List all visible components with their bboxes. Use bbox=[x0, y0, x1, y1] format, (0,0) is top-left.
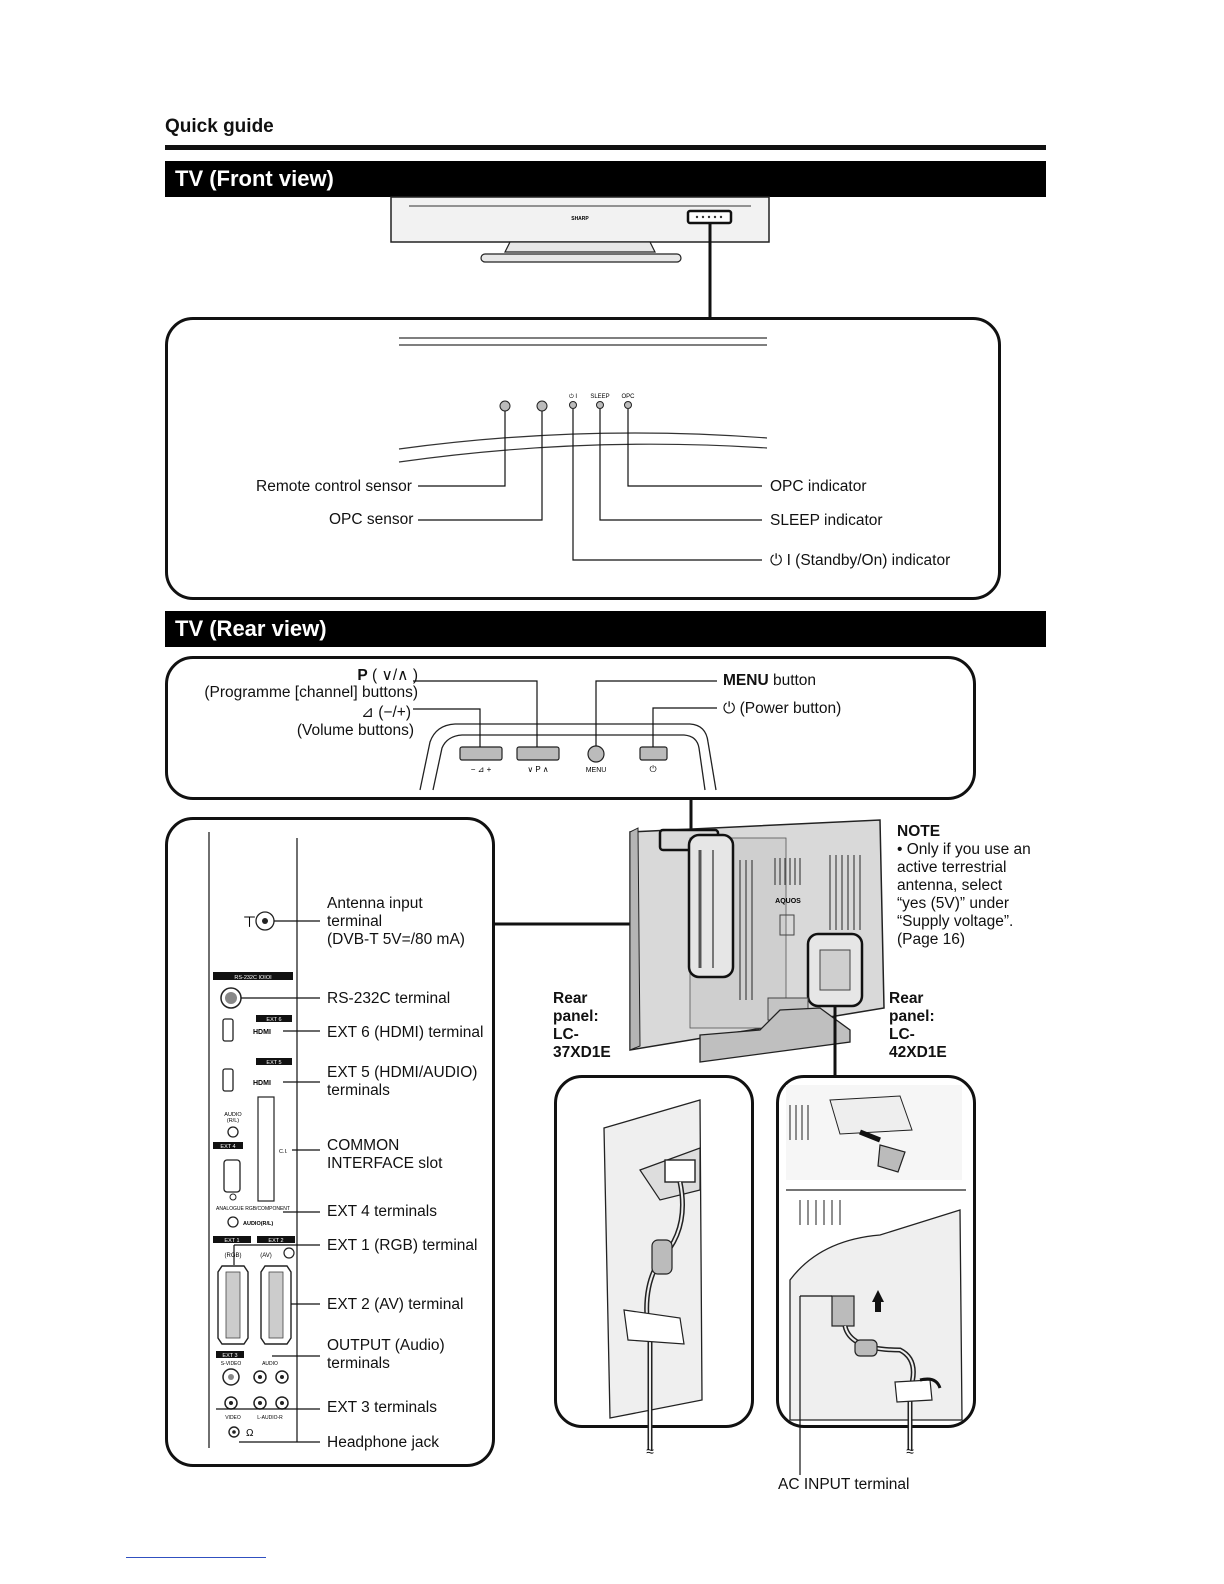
standby-led-dot bbox=[569, 401, 577, 409]
rear-buttons-drawing: − ⊿ + ∨ P ∧ MENU ⏻ bbox=[413, 680, 717, 830]
ext4-tag: EXT 4 bbox=[220, 1144, 235, 1150]
ext3-terminals-label: EXT 3 terminals bbox=[327, 1399, 437, 1416]
ext6-terminal-label: EXT 6 (HDMI) terminal bbox=[327, 1024, 484, 1041]
terminal-panel-drawing: ㄒ RS-232C IOIOI EXT 6 HDMI EXT 5 HDMI AU… bbox=[208, 832, 690, 1448]
svg-text:ㄒ: ㄒ bbox=[243, 914, 256, 929]
front-detail-panel bbox=[165, 317, 1001, 600]
menu-word: MENU bbox=[723, 672, 769, 689]
footer-rule bbox=[126, 1557, 266, 1558]
power-button-label: ⏻ (Power button) bbox=[723, 700, 842, 717]
volume-button-desc: (Volume buttons) bbox=[296, 722, 414, 739]
key-vol-text: − ⊿ + bbox=[471, 765, 492, 774]
rear-panel-right-model: Rear panel: LC- 42XD1E bbox=[889, 990, 947, 1061]
rear-view-banner: TV (Rear view) bbox=[165, 611, 1046, 647]
hdmi6-text: HDMI bbox=[253, 1029, 271, 1036]
front-panel-detail-drawing: ⏻ I SLEEP OPC bbox=[398, 337, 768, 561]
standby-indicator-label: ⏻ I (Standby/On) indicator bbox=[770, 552, 951, 569]
svg-text:≈: ≈ bbox=[646, 1443, 654, 1459]
vga-connector bbox=[223, 1159, 241, 1193]
rs232c-terminal-label: RS-232C terminal bbox=[327, 990, 451, 1007]
volume-rocker bbox=[459, 746, 503, 761]
rear-panel-left-model: Rear panel: LC- 37XD1E bbox=[553, 990, 611, 1061]
opc-led-dot bbox=[624, 401, 632, 409]
programme-symbols: ( ∨/∧ ) bbox=[367, 667, 418, 684]
audio-rl-text: AUDIO(R/L) bbox=[224, 1112, 242, 1124]
av-text: (AV) bbox=[260, 1253, 272, 1259]
rs232-tag: RS-232C IOIOI bbox=[234, 975, 272, 981]
hdmi5-text: HDMI bbox=[253, 1080, 271, 1087]
hdmi6-connector bbox=[222, 1018, 234, 1042]
led-label-sleep: SLEEP bbox=[590, 394, 609, 400]
title-rule bbox=[165, 145, 1046, 150]
programme-p: P bbox=[357, 667, 368, 684]
laudior-text: L-AUDIO-R bbox=[257, 1415, 283, 1421]
video-text: VIDEO bbox=[225, 1415, 241, 1421]
key-prog-text: ∨ P ∧ bbox=[527, 765, 548, 774]
ext1-terminal-label: EXT 1 (RGB) terminal bbox=[327, 1237, 478, 1254]
programme-button-title: P ( ∨/∧ ) bbox=[196, 667, 418, 685]
ext5-terminals-label: EXT 5 (HDMI/AUDIO) terminals bbox=[327, 1064, 478, 1099]
ci-slot bbox=[257, 1096, 275, 1202]
ci-text: C.I. bbox=[279, 1149, 288, 1155]
ext2-tag: EXT 2 bbox=[268, 1238, 283, 1244]
tv-front-illustration: SHARP bbox=[390, 196, 770, 319]
common-interface-label: COMMON INTERFACE slot bbox=[327, 1137, 443, 1172]
headphone-jack-label: Headphone jack bbox=[327, 1434, 440, 1451]
ext2-terminal-label: EXT 2 (AV) terminal bbox=[327, 1296, 464, 1313]
programme-rocker bbox=[516, 746, 560, 761]
rgb-text: (RGB) bbox=[225, 1253, 242, 1259]
key-power-text: ⏻ bbox=[649, 764, 656, 774]
sleep-led-dot bbox=[596, 401, 604, 409]
key-menu-text: MENU bbox=[586, 767, 607, 774]
rs232-tag-bg bbox=[213, 972, 293, 980]
ext6-tag: EXT 6 bbox=[266, 1017, 281, 1023]
note-text: • Only if you use an active terrestrial … bbox=[897, 841, 1031, 948]
menu-button-label: MENU button bbox=[723, 672, 816, 690]
volume-button-title: ⊿ (−/+) bbox=[360, 704, 411, 721]
remote-control-sensor-label: Remote control sensor bbox=[256, 478, 412, 495]
power-cord-drawing: ≈ ≈ bbox=[603, 1095, 966, 1475]
ext5-tag: EXT 5 bbox=[266, 1060, 281, 1066]
svg-text:Ω: Ω bbox=[246, 1428, 254, 1439]
svg-text:≈: ≈ bbox=[906, 1443, 914, 1459]
analogue-text: ANALOGUE RGB/COMPONENT bbox=[216, 1206, 290, 1212]
audio-rl2-text: AUDIO(R/L) bbox=[243, 1221, 273, 1227]
front-brand: SHARP bbox=[571, 216, 589, 222]
opc-sensor-label: OPC sensor bbox=[329, 511, 414, 528]
ext4-terminals-label: EXT 4 terminals bbox=[327, 1203, 437, 1220]
svideo-text: S-VIDEO bbox=[221, 1361, 242, 1367]
led-label-power: ⏻ I bbox=[569, 393, 577, 400]
page-title: Quick guide bbox=[165, 116, 274, 137]
menu-suffix: button bbox=[768, 672, 817, 689]
led-label-opc: OPC bbox=[621, 394, 635, 400]
front-view-banner: TV (Front view) bbox=[165, 161, 1046, 197]
ac-input-terminal-label: AC INPUT terminal bbox=[778, 1476, 910, 1493]
output-audio-label: OUTPUT (Audio) terminals bbox=[327, 1337, 445, 1372]
programme-button-desc: (Programme [channel] buttons) bbox=[204, 684, 418, 701]
opc-indicator-label: OPC indicator bbox=[770, 478, 867, 495]
hdmi5-connector bbox=[222, 1068, 234, 1092]
sleep-indicator-label: SLEEP indicator bbox=[770, 512, 883, 529]
note-title: NOTE bbox=[897, 823, 941, 840]
audio-out-text: AUDIO bbox=[262, 1361, 278, 1367]
antenna-terminal-label: Antenna input terminal (DVB-T 5V=/80 mA) bbox=[327, 895, 465, 948]
aquos-brand: AQUOS bbox=[775, 898, 801, 905]
tv-rear-illustration: AQUOS bbox=[629, 819, 885, 1075]
ext1-tag: EXT 1 bbox=[224, 1238, 239, 1244]
ext3-tag: EXT 3 bbox=[222, 1353, 237, 1359]
rear-buttons-panel bbox=[165, 656, 976, 800]
